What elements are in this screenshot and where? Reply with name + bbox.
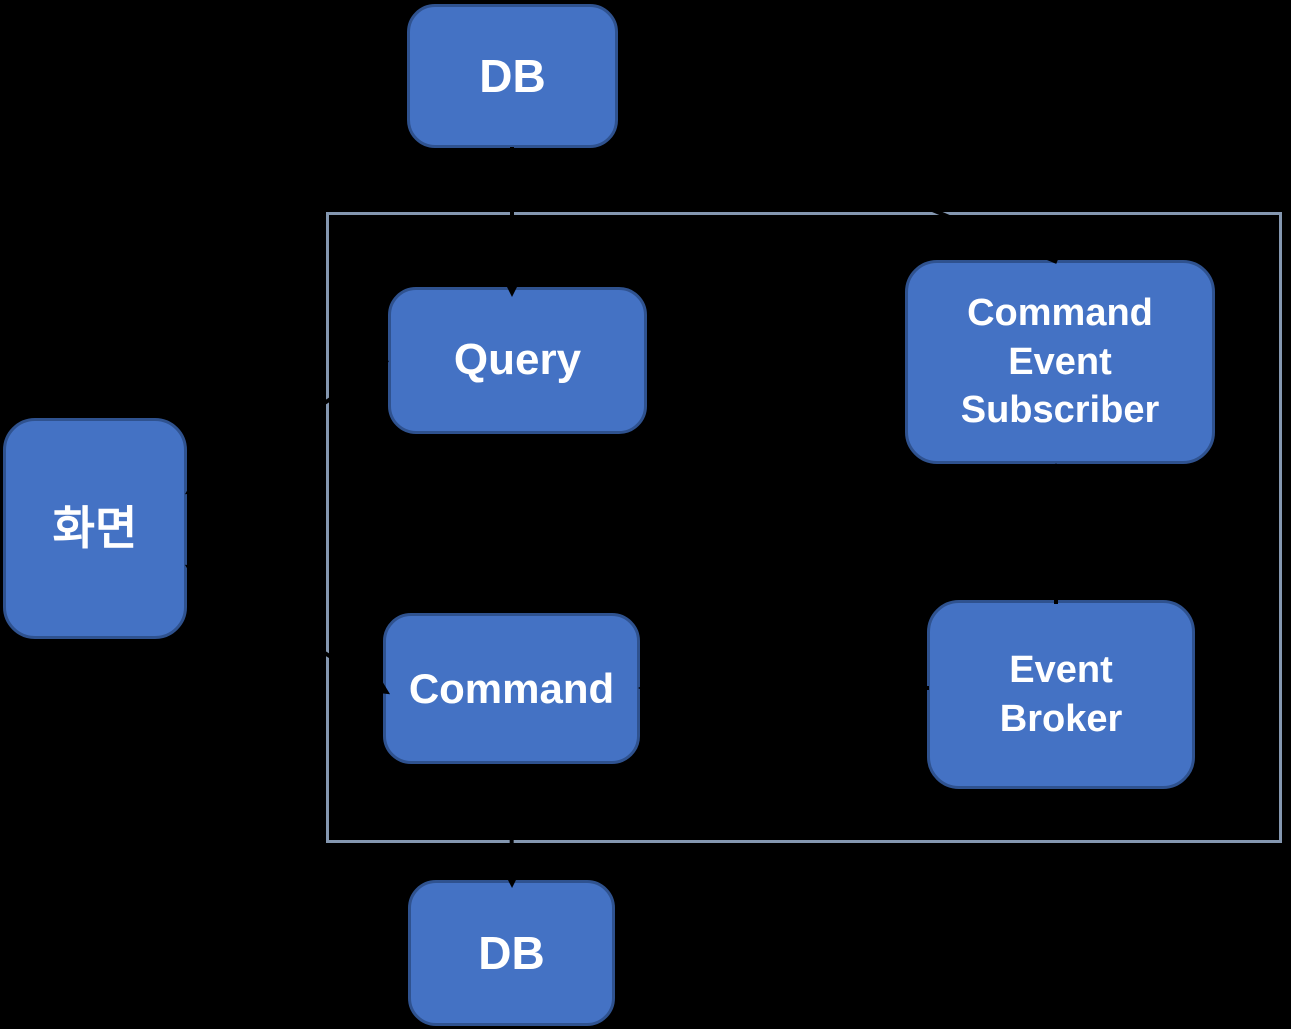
node-query-label: Query — [453, 335, 582, 385]
node-command: Command — [383, 613, 640, 764]
node-event-broker-line-1: Event — [1009, 648, 1113, 691]
node-command-event-subscriber-line-2: Event — [1008, 340, 1112, 383]
node-event-broker: Event Broker — [927, 600, 1195, 789]
node-query: Query — [388, 287, 647, 434]
node-event-broker-line-2: Broker — [999, 697, 1123, 740]
node-db-bottom-label: DB — [478, 926, 545, 979]
node-command-label: Command — [408, 664, 615, 712]
node-command-event-subscriber-line-1: Command — [967, 292, 1153, 335]
node-db-bottom: DB — [408, 880, 615, 1026]
node-db-top-label: DB — [479, 49, 546, 102]
node-command-event-subscriber-line-3: Subscriber — [960, 389, 1160, 432]
node-command-event-subscriber: Command Event Subscriber — [905, 260, 1215, 464]
node-screen: 화면 — [3, 418, 187, 639]
node-screen-label: 화면 — [52, 502, 138, 555]
node-db-top: DB — [407, 4, 618, 148]
